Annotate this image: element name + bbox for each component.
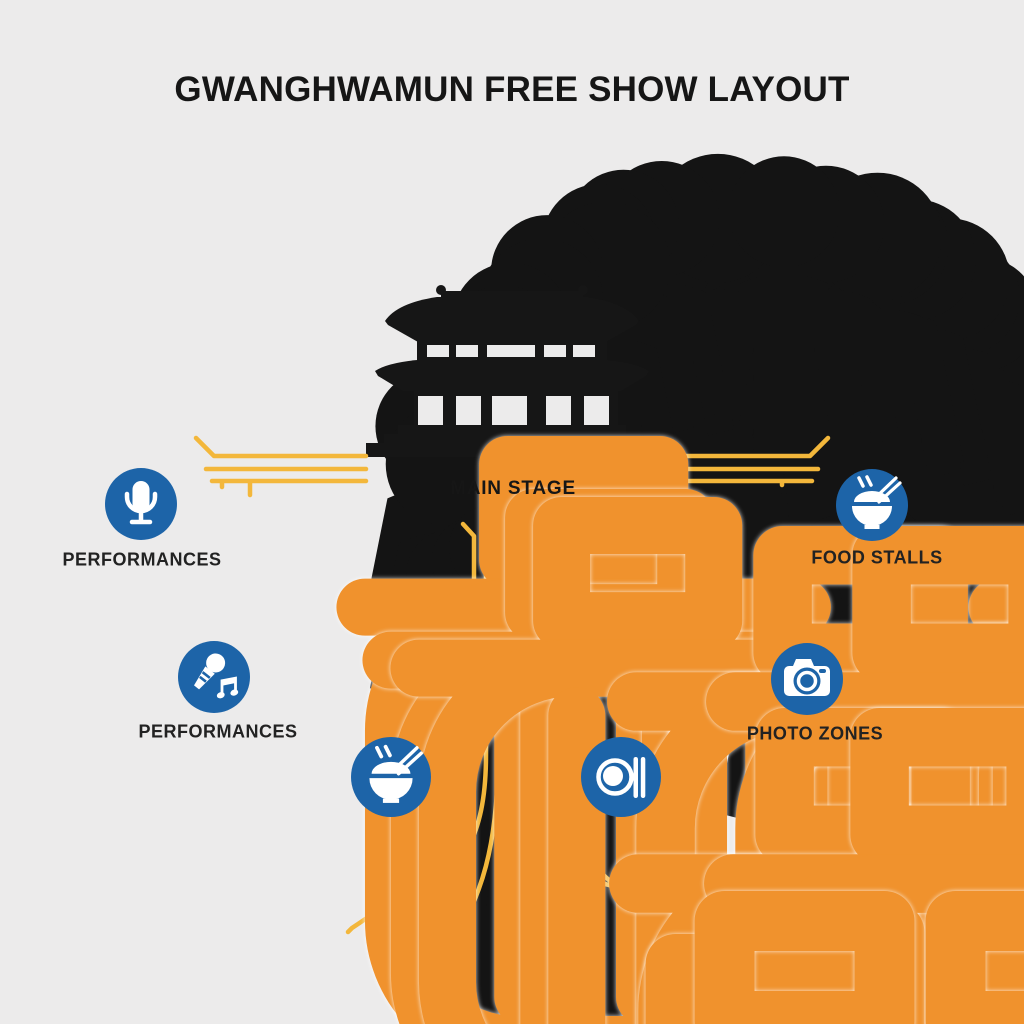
badge-circle (351, 737, 431, 817)
zone-label-performances-mic: PERFORMANCES (62, 549, 222, 570)
page-title: GWANGHWAMUN FREE SHOW LAYOUT (174, 70, 850, 109)
walkway-line (655, 435, 831, 459)
zone-label-performances-singer: PERFORMANCES (138, 721, 298, 742)
stage-step (384, 434, 640, 444)
camera-icon (784, 659, 830, 696)
food-stalls-badge (836, 469, 908, 541)
walkway-line (209, 478, 369, 498)
lower-roof (375, 359, 649, 391)
stage-step (398, 425, 626, 435)
gwanghwamun-gate-icon (366, 285, 658, 457)
food-point-left-badge (351, 737, 431, 817)
noodle-bowl-chopsticks-icon (852, 475, 902, 529)
roof-ridge (441, 291, 583, 300)
photo-zones-badge (771, 643, 843, 715)
karaoke-mic-music-note-icon (194, 653, 239, 699)
food-point-right-badge (581, 737, 661, 817)
stage-base (366, 443, 658, 457)
plate-chopsticks-icon (596, 757, 646, 798)
gate-doors (418, 396, 609, 426)
main-stage-label: MAIN STAGE (450, 478, 576, 499)
performances-mic-badge (105, 468, 177, 540)
zone-label-food-stalls: FOOD STALLS (811, 547, 943, 568)
upper-windows (427, 345, 595, 357)
zone-badges (105, 468, 908, 817)
microphone-icon (124, 481, 158, 525)
badge-circle (178, 641, 250, 713)
zone-label-photo-zones: PHOTO ZONES (746, 723, 884, 744)
noodle-bowl-chopsticks-icon (369, 744, 423, 803)
badge-circle (836, 469, 908, 541)
music-note-icon (216, 676, 239, 699)
upper-roof (385, 297, 639, 342)
walkway-line (193, 435, 369, 459)
performances-singer-badge (178, 641, 250, 713)
